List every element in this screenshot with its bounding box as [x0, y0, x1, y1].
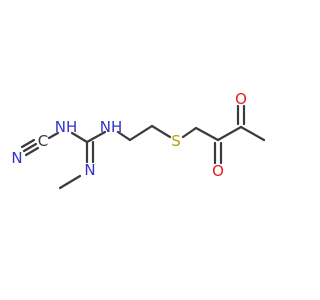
- atom-label-oxygen-2: O: [235, 90, 247, 108]
- molecule-structure-diagram: N C NH NH N S O O: [11, 90, 266, 190]
- atom-label-nitrile-c: C: [38, 132, 48, 150]
- atom-label-nitrile-n: N: [11, 149, 22, 167]
- bond-s-ch2: [181, 126, 198, 139]
- bond-nh-central-c: [70, 131, 89, 144]
- bond-ch2-ch2: [128, 124, 154, 142]
- bond-ch2-carbonyl-1: [194, 126, 220, 142]
- bond-nh-ch2: [116, 130, 132, 142]
- bond-nitrile-triple-3: [20, 138, 36, 149]
- atom-label-nh-ethyl: NH: [100, 118, 123, 136]
- atom-labels: N C NH NH N S O O: [11, 90, 247, 180]
- atom-label-oxygen-1: O: [212, 162, 224, 180]
- atom-label-sulfur: S: [171, 132, 181, 150]
- bond-c-nh-cyano: [47, 131, 60, 140]
- bonds: [20, 104, 266, 190]
- atom-label-n-imine: N: [84, 161, 95, 179]
- bond-nitrile-triple-1: [24, 146, 40, 157]
- atom-label-nh-cyano: NH: [55, 118, 78, 136]
- bond-carbonyl-carbonyl: [216, 125, 243, 142]
- bond-nitrile-triple-2: [22, 142, 38, 153]
- bond-carbonyl-methyl: [239, 125, 266, 142]
- bond-ch2-s: [150, 124, 172, 139]
- bond-central-c-nh-ethyl: [85, 130, 107, 144]
- bond-n-methyl: [58, 174, 82, 190]
